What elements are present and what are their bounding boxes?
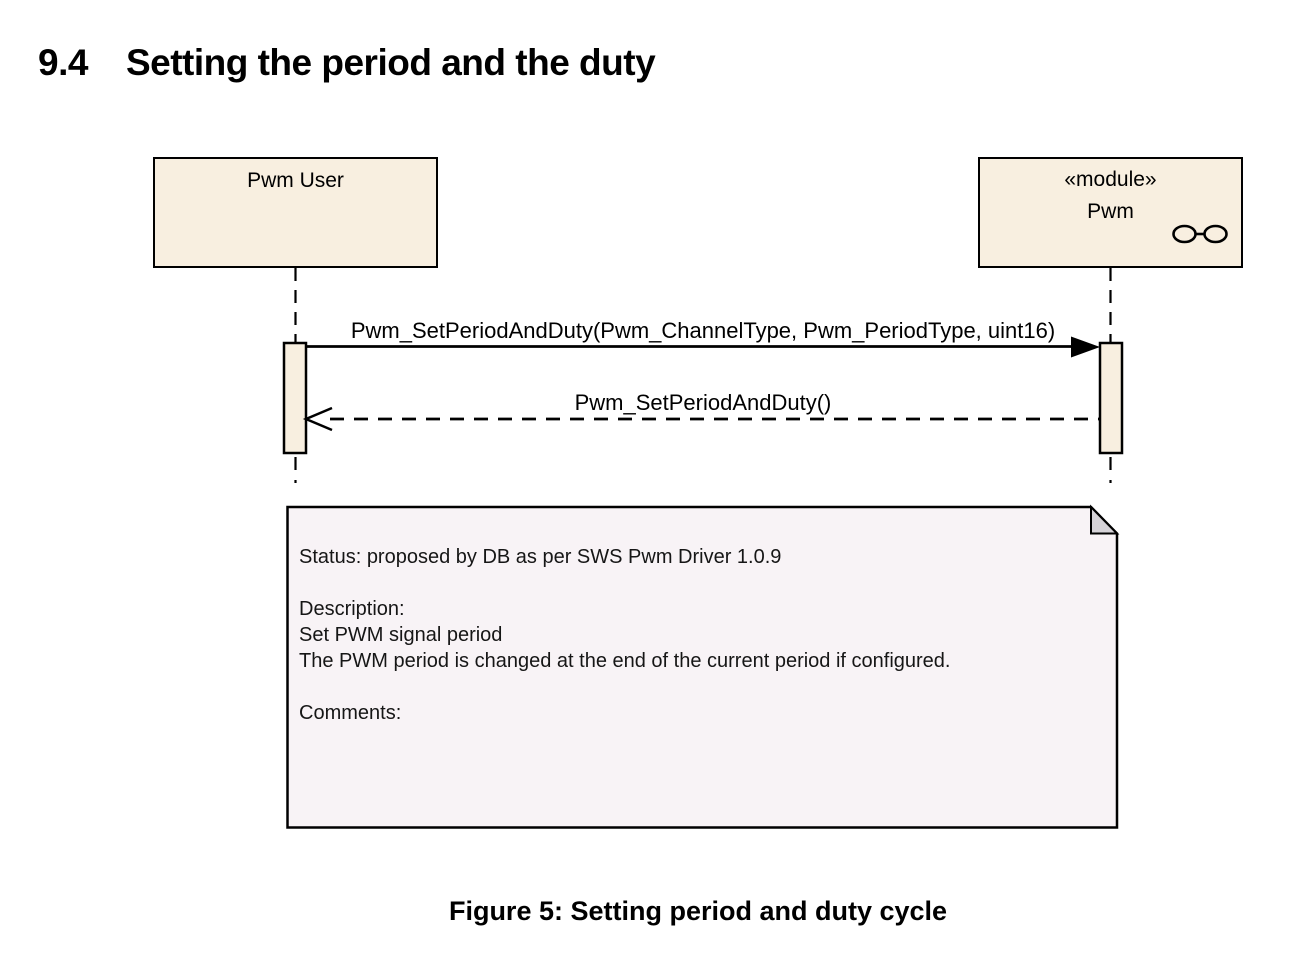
note-line-status: Status: proposed by DB as per SWS Pwm Dr…: [299, 546, 782, 568]
note-line-blank: [299, 570, 950, 596]
activation-bar-pwm-module: [1098, 341, 1124, 455]
section-heading: 9.4 Setting the period and the duty: [38, 42, 656, 84]
actor-label-pwm-user: Pwm User: [247, 169, 344, 192]
note-line-blank-2: [299, 674, 950, 700]
note-line-comments: Comments:: [299, 702, 402, 724]
section-title: Setting the period and the duty: [125, 42, 656, 83]
section-number: 9.4: [38, 42, 88, 83]
activation-bar-pwm-user: [282, 341, 308, 455]
actor-box-pwm-module: «module» Pwm: [978, 157, 1243, 268]
note-line-desc-1: Set PWM signal period: [299, 624, 503, 646]
note-line-desc-2: The PWM period is changed at the end of …: [299, 650, 951, 672]
linked-circles-icon: [1172, 224, 1228, 244]
uml-note-text: Status: proposed by DB as per SWS Pwm Dr…: [299, 544, 950, 726]
call-arrowhead-icon: [1071, 336, 1100, 358]
call-message-label: Pwm_SetPeriodAndDuty(Pwm_ChannelType, Pw…: [350, 318, 1056, 343]
return-message-label: Pwm_SetPeriodAndDuty(): [574, 390, 832, 415]
stereotype-label: «module»: [1064, 168, 1157, 191]
note-fold-corner: [1090, 504, 1120, 535]
return-arrowhead-icon: [302, 406, 333, 432]
note-line-description: Description:: [299, 598, 405, 620]
figure-caption: Figure 5: Setting period and duty cycle: [448, 896, 948, 926]
actor-box-pwm-user: Pwm User: [153, 157, 438, 268]
actor-label-pwm-module: Pwm: [1087, 200, 1134, 223]
note-shape: [286, 505, 1119, 829]
